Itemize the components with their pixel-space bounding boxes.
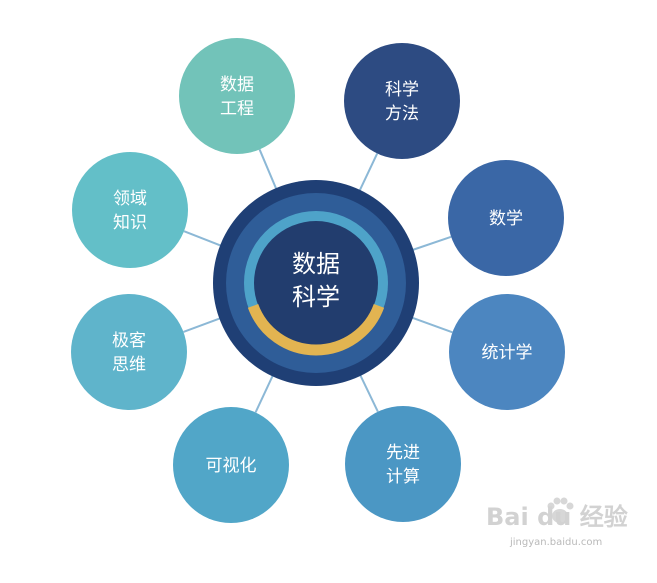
watermark-domain: jingyan.baidu.com <box>509 537 602 548</box>
connector-visualization <box>254 373 275 413</box>
connector-math <box>410 235 452 252</box>
node-label-domain-knowledge-1: 领域 <box>113 189 147 209</box>
center-label-line-2: 科学 <box>292 283 340 311</box>
paw-icon <box>547 497 574 523</box>
node-circle-domain-knowledge <box>72 152 188 268</box>
node-circle-visualization <box>173 407 289 523</box>
node-label-data-engineering-2: 工程 <box>220 99 254 119</box>
node-math: 数学 <box>448 160 564 276</box>
connector-advanced-computing <box>358 372 379 413</box>
connector-lines <box>183 149 453 413</box>
node-label-scientific-method-1: 科学 <box>385 80 419 100</box>
node-label-scientific-method-2: 方法 <box>385 104 419 124</box>
watermark-brand: Bai du 经验 <box>486 503 628 531</box>
node-label-hacker-thinking-2: 思维 <box>112 355 146 375</box>
connector-data-engineering <box>258 149 279 192</box>
node-label-statistics-1: 统计学 <box>482 343 533 363</box>
node-circle-math <box>448 160 564 276</box>
node-label-visualization-1: 可视化 <box>206 456 257 476</box>
node-visualization: 可视化 <box>173 407 289 523</box>
node-label-advanced-computing-1: 先进 <box>386 443 420 463</box>
node-circle-scientific-method <box>344 43 460 159</box>
connector-domain-knowledge <box>183 230 224 248</box>
connector-scientific-method <box>357 153 379 194</box>
node-circle-statistics <box>449 294 565 410</box>
watermark: Bai du 经验 jingyan.baidu.com <box>486 497 628 548</box>
node-circle-data-engineering <box>179 38 295 154</box>
connector-statistics <box>409 316 453 334</box>
node-label-domain-knowledge-2: 知识 <box>113 213 147 233</box>
center-gold-arc <box>247 303 385 356</box>
node-label-data-engineering-1: 数据 <box>220 75 254 95</box>
center-hub: 数据 科学 <box>213 180 419 386</box>
connector-hacker-thinking <box>183 316 223 333</box>
node-circle-hacker-thinking <box>71 294 187 410</box>
center-core <box>254 221 378 345</box>
node-statistics: 统计学 <box>449 294 565 410</box>
center-label-line-1: 数据 <box>292 250 340 278</box>
node-label-hacker-thinking-1: 极客 <box>112 331 146 351</box>
node-circle-advanced-computing <box>345 406 461 522</box>
node-label-math-1: 数学 <box>489 209 523 229</box>
node-label-advanced-computing-2: 计算 <box>386 467 420 487</box>
